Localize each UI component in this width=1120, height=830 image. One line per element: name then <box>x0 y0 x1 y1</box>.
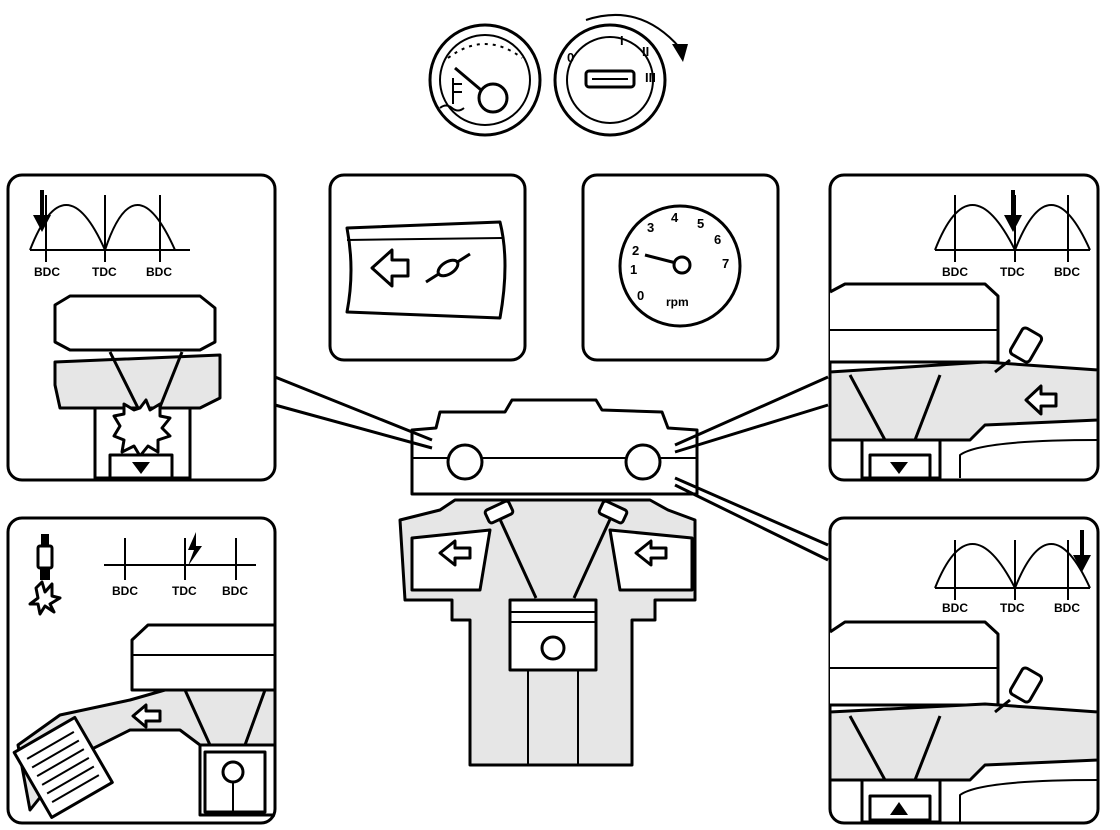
tach-number-6: 6 <box>714 232 721 247</box>
central-engine-cross-section <box>398 398 699 767</box>
label-bdc-2: BDC <box>1054 601 1080 615</box>
tach-unit: rpm <box>666 295 689 309</box>
up-arrow-icon <box>890 802 908 815</box>
ignition-position-1: I <box>620 33 624 48</box>
temperature-gauge <box>428 23 542 137</box>
tach-number-7: 7 <box>722 256 729 271</box>
exhaust-valve <box>572 499 629 599</box>
label-bdc-1: BDC <box>942 601 968 615</box>
tach-number-0: 0 <box>637 288 644 303</box>
tach-number-1: 1 <box>630 262 637 277</box>
down-arrow-icon <box>1004 190 1022 232</box>
label-tdc: TDC <box>172 584 197 598</box>
label-bdc-1: BDC <box>112 584 138 598</box>
down-arrow-icon <box>33 190 51 232</box>
label-bdc-1: BDC <box>34 265 60 279</box>
exhaust-arrow-icon <box>634 539 668 567</box>
ignition-key-switch: 0 I II III <box>553 13 688 137</box>
piston-pin <box>221 760 245 784</box>
ignition-position-3: III <box>645 70 656 85</box>
injector-icon <box>994 326 1044 374</box>
panel-exhaust-stroke: BDC TDC BDC <box>828 516 1100 825</box>
air-filter-icon <box>12 715 114 819</box>
combustion-burst-icon <box>112 398 172 458</box>
piston-pin <box>540 635 566 661</box>
intake-arrow-icon <box>438 539 472 567</box>
panel-tachometer: 0 1 2 3 4 5 6 7 rpm <box>581 173 780 362</box>
intake-arrow-icon <box>131 703 162 729</box>
injector-icon <box>994 666 1044 714</box>
panel-intake-stroke: BDC TDC BDC <box>6 173 277 482</box>
panel-throttle <box>328 173 527 362</box>
tachometer-dial <box>618 204 742 328</box>
exhaust-arrow-icon <box>1024 384 1058 416</box>
intake-valve <box>483 499 538 599</box>
label-tdc: TDC <box>1000 601 1025 615</box>
spark-plug-icon <box>28 534 62 616</box>
tach-number-4: 4 <box>671 210 679 225</box>
spark-lightning-icon <box>188 532 202 566</box>
rotation-arrow-icon <box>585 13 681 49</box>
thermometer-icon <box>439 78 465 112</box>
camshaft-right <box>624 443 662 481</box>
label-tdc: TDC <box>92 265 117 279</box>
flow-arrow-icon <box>370 248 410 288</box>
panel-exhaust-open: BDC TDC BDC <box>828 173 1100 482</box>
cylinder-head <box>410 398 699 496</box>
down-arrow-icon <box>1073 530 1091 572</box>
tach-number-3: 3 <box>647 220 654 235</box>
label-bdc-2: BDC <box>146 265 172 279</box>
throttle-valve-icon <box>425 252 471 284</box>
label-bdc-2: BDC <box>1054 265 1080 279</box>
panel-ignition: BDC TDC BDC <box>6 516 277 825</box>
connector-lines <box>274 375 829 562</box>
label-bdc-2: BDC <box>222 584 248 598</box>
tach-number-5: 5 <box>697 216 704 231</box>
ignition-position-0: 0 <box>567 50 574 65</box>
ignition-position-2: II <box>642 44 649 59</box>
label-tdc: TDC <box>1000 265 1025 279</box>
camshaft-left <box>446 443 484 481</box>
label-bdc-1: BDC <box>942 265 968 279</box>
tach-number-2: 2 <box>632 243 639 258</box>
